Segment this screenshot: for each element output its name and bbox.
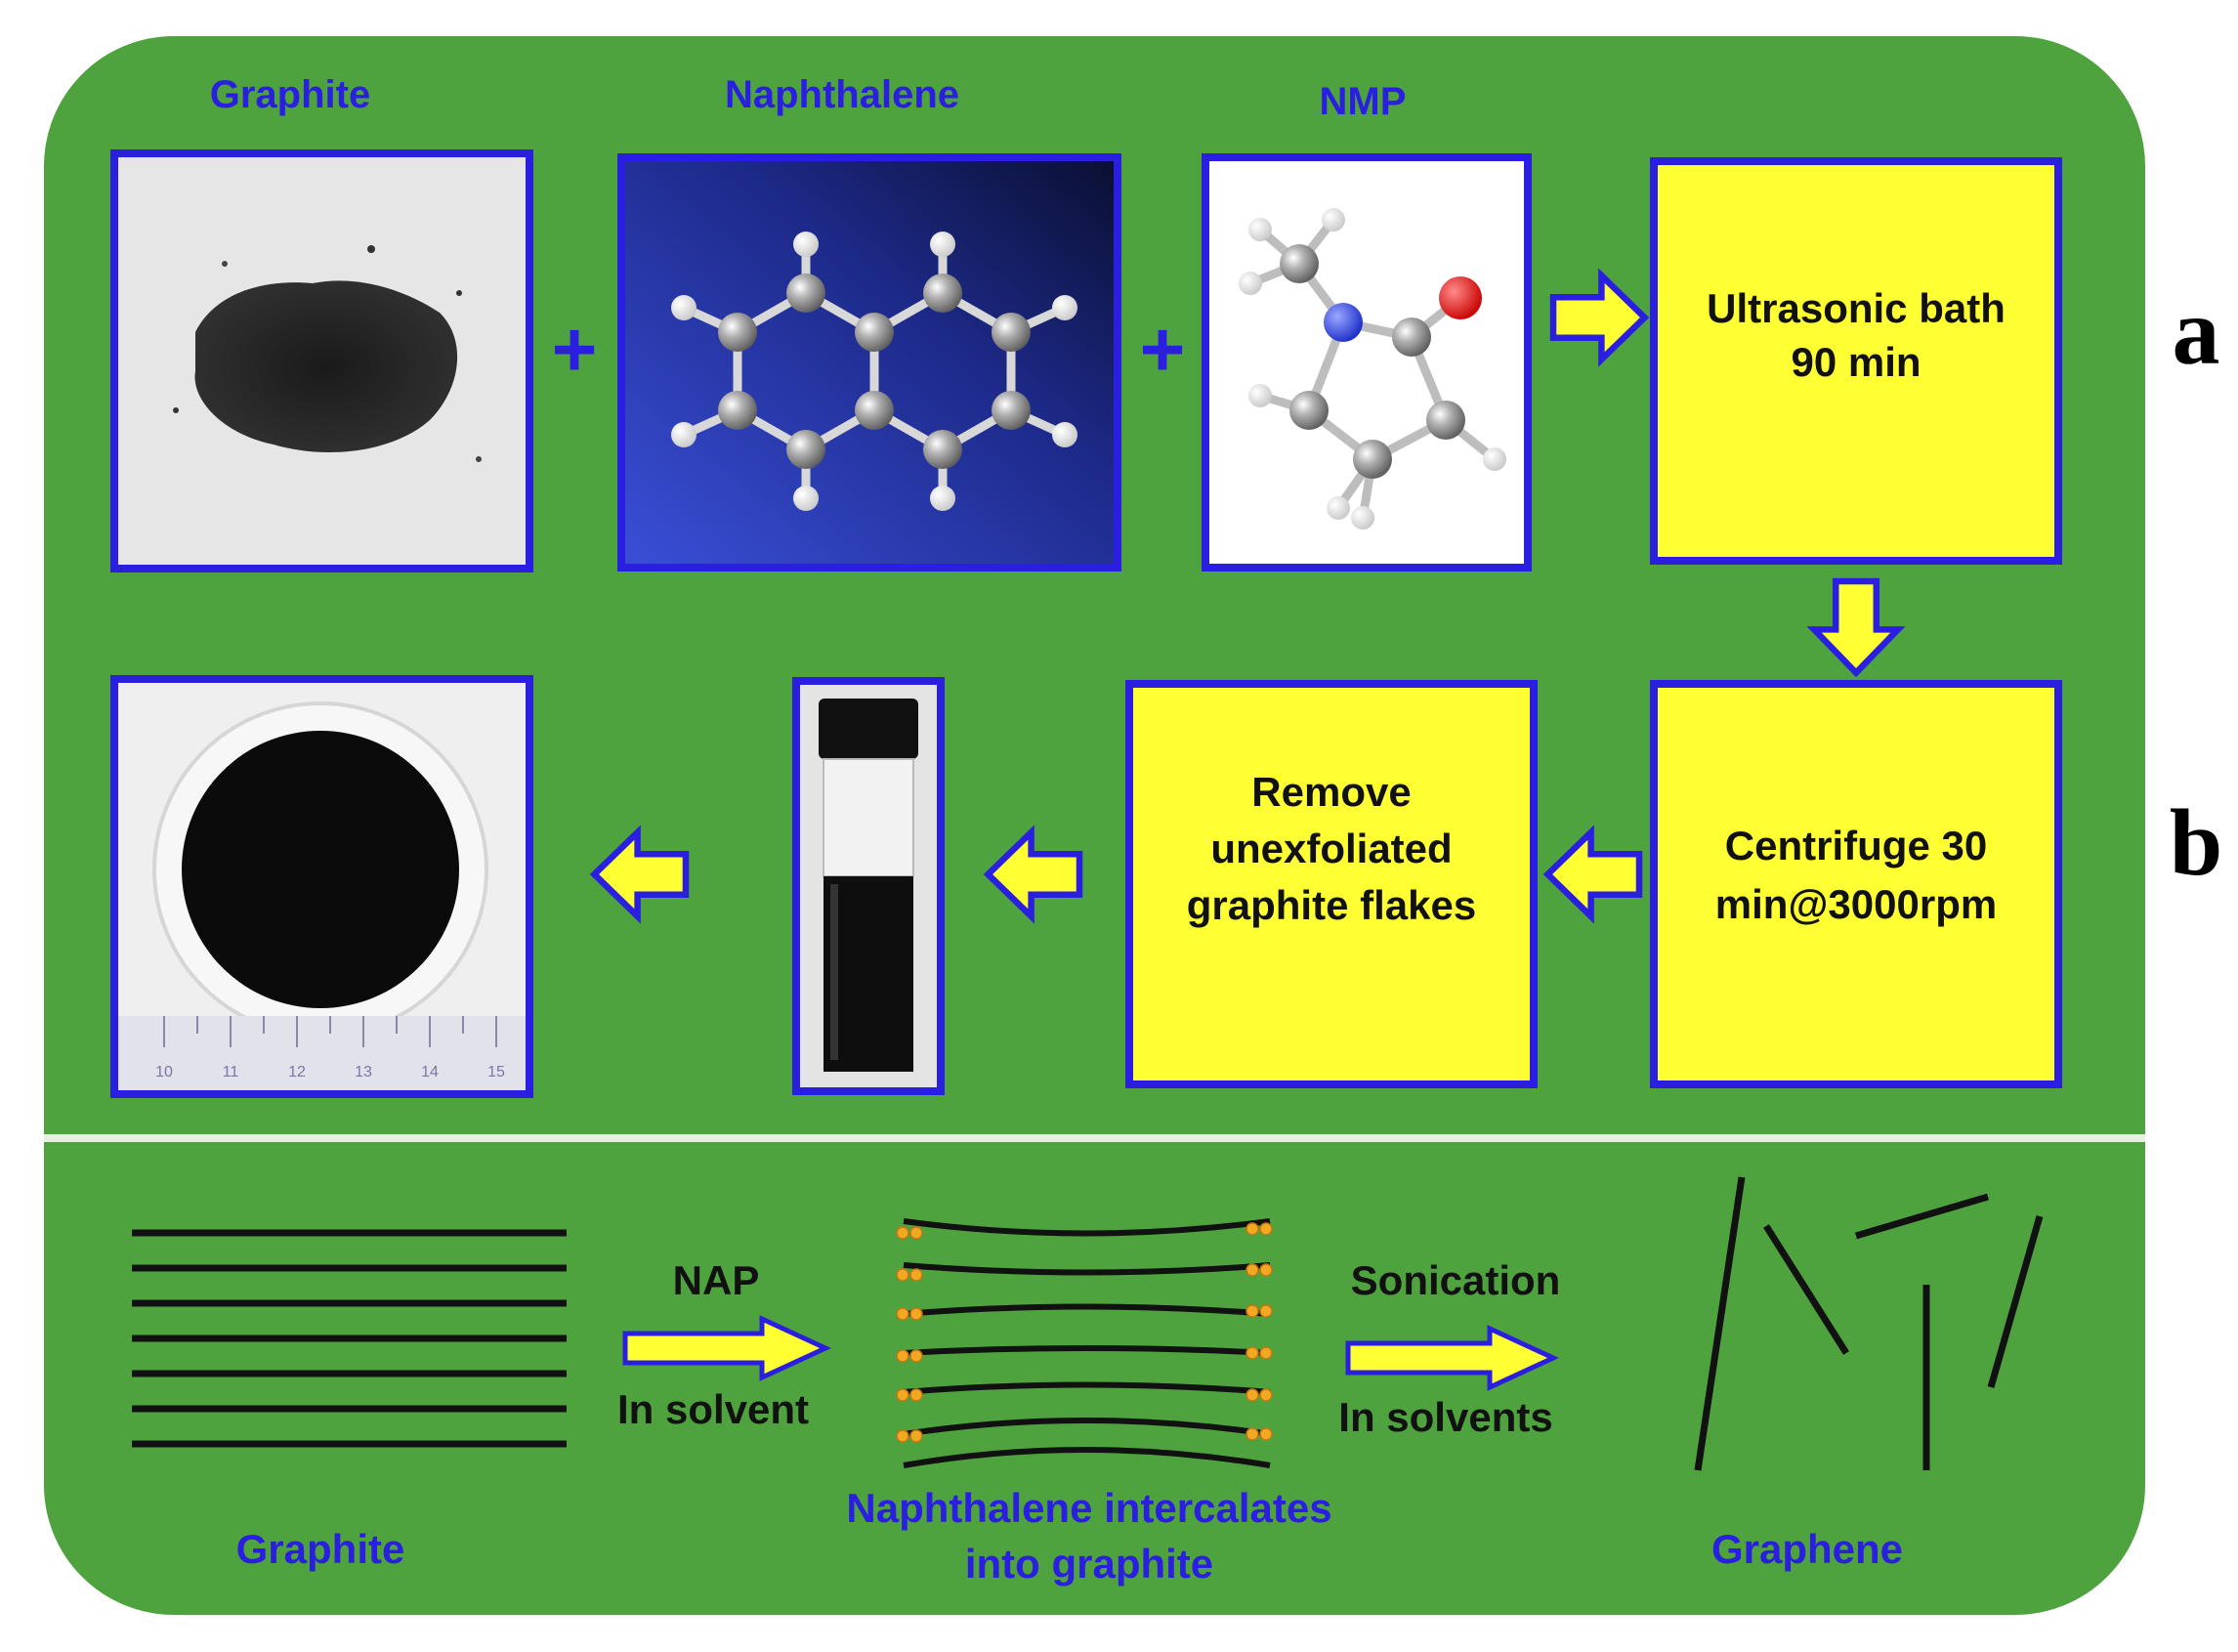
step-centrifuge-line1: Centrifuge 30 [1725,823,1987,868]
step-ultrasonic-bath-line1: Ultrasonic bath [1707,285,2006,331]
outer-frame [30,22,2159,1629]
dispersion-vial-photo [792,677,945,1095]
header-graphite: Graphite [210,73,370,116]
step-ultrasonic-bath: Ultrasonic bath 90 min [1650,157,2062,565]
intercalated-graphite-diagram [896,1218,1273,1468]
graphite-layers-diagram [132,1229,567,1448]
step-ultrasonic-bath-line2: 90 min [1791,339,1921,385]
row-label-b: b [2170,790,2223,896]
arrow1-label-top: NAP [673,1257,760,1303]
arrow-to-sonication [1549,268,1650,367]
step-remove-line1: Remove [1251,769,1411,815]
ruler-label-12: 12 [288,1064,306,1080]
graphene-sheets-diagram [1694,1176,2044,1471]
arrow2-label-bottom: In solvents [1338,1394,1552,1440]
ruler-label-10: 10 [155,1064,173,1080]
arrow-to-film [589,825,690,924]
ruler-label-13: 13 [355,1064,372,1080]
caption-graphite: Graphite [236,1526,405,1572]
step-remove-flakes: Remove unexfoliated graphite flakes [1125,680,1538,1088]
arrow-sonication-exfoliation [1345,1325,1559,1391]
arrow-to-vial [983,825,1083,924]
ruler-ticks [163,1016,497,1047]
step-centrifuge: Centrifuge 30 min@3000rpm [1650,680,2062,1088]
ruler-label-15: 15 [487,1064,505,1080]
arrow-nap-intercalation [622,1315,831,1381]
arrow-to-centrifuge [1806,577,1906,678]
arrow2-label-top: Sonication [1351,1257,1561,1303]
graphite-powder-photo [110,149,533,572]
step-remove-line2: unexfoliated [1210,826,1452,871]
graphene-film-photo: 10 11 12 13 14 15 [110,675,533,1098]
plus-sign-1: + [552,306,598,393]
arrow1-label-bottom: In solvent [617,1386,809,1432]
header-nmp: NMP [1320,80,1407,123]
step-centrifuge-line2: min@3000rpm [1715,881,1997,927]
header-naphthalene: Naphthalene [725,73,959,116]
naphthalene-molecule-model [617,153,1121,572]
caption-intercalate-line1: Naphthalene intercalates [846,1485,1331,1531]
step-remove-line3: graphite flakes [1187,882,1476,928]
plus-sign-2: + [1140,306,1186,393]
row-label-a: a [2173,279,2220,385]
caption-graphene: Graphene [1711,1526,1903,1572]
ruler-label-11: 11 [223,1064,239,1080]
arrow-to-remove-step [1542,825,1643,924]
ruler-label-14: 14 [421,1064,439,1080]
nmp-molecule-model [1202,153,1532,572]
caption-intercalate-line2: into graphite [965,1541,1213,1587]
